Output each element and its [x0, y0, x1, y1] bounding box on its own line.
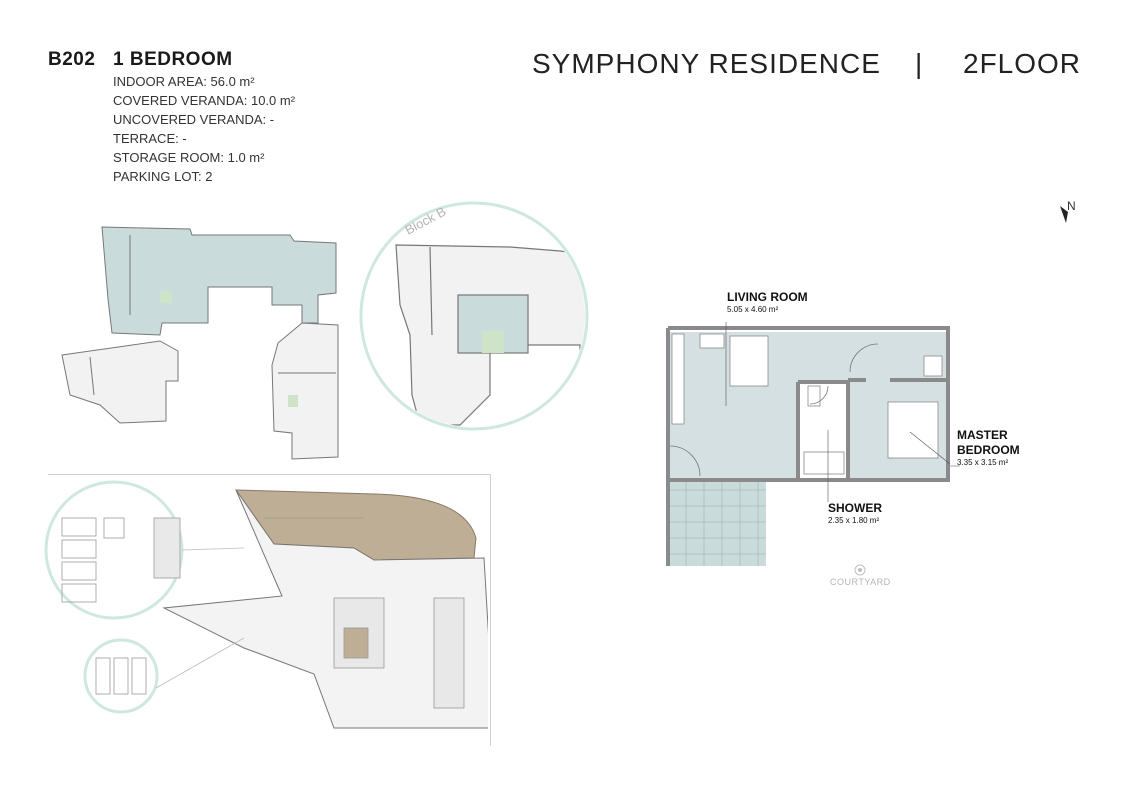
room-label-shower: SHOWER [828, 501, 882, 515]
spec-terrace: TERRACE: - [113, 131, 187, 146]
room-label-living-room: LIVING ROOM [727, 290, 808, 304]
unit-specs: INDOOR AREA: 56.0 m² COVERED VERANDA: 10… [113, 72, 295, 186]
room-dims-master-bedroom: 3.35 x 3.15 m² [957, 458, 1009, 467]
spec-indoor-area: INDOOR AREA: 56.0 m² [113, 74, 255, 89]
title-separator: | [915, 48, 923, 79]
key-plan: Block B [61, 201, 589, 460]
spec-uncovered-veranda: UNCOVERED VERANDA: - [113, 112, 275, 127]
divider-horizontal [48, 474, 490, 475]
north-label: N [1067, 199, 1076, 213]
north-arrow-icon [1060, 206, 1068, 223]
courtyard-label: COURTYARD [830, 577, 891, 587]
divider-vertical [490, 474, 491, 746]
building-floor-overview [61, 226, 339, 460]
spec-storage-room: STORAGE ROOM: 1.0 m² [113, 150, 265, 165]
site-parking-plan [44, 480, 488, 729]
project-title: SYMPHONY RESIDENCE [532, 48, 881, 79]
apartment-floor-plan [666, 322, 960, 566]
spec-parking-lot: PARKING LOT: 2 [113, 169, 213, 184]
unit-type: 1 BEDROOM [113, 49, 233, 70]
room-label-master-bedroom: MASTER BEDROOM [957, 428, 1020, 457]
room-dims-shower: 2.35 x 1.80 m² [828, 516, 880, 525]
unit-code: B202 [48, 49, 96, 70]
spec-covered-veranda: COVERED VERANDA: 10.0 m² [113, 93, 296, 108]
room-dims-living-room: 5.05 x 4.60 m² [727, 305, 779, 314]
floor-title: 2FLOOR [963, 48, 1082, 79]
tree-icon [854, 564, 866, 576]
